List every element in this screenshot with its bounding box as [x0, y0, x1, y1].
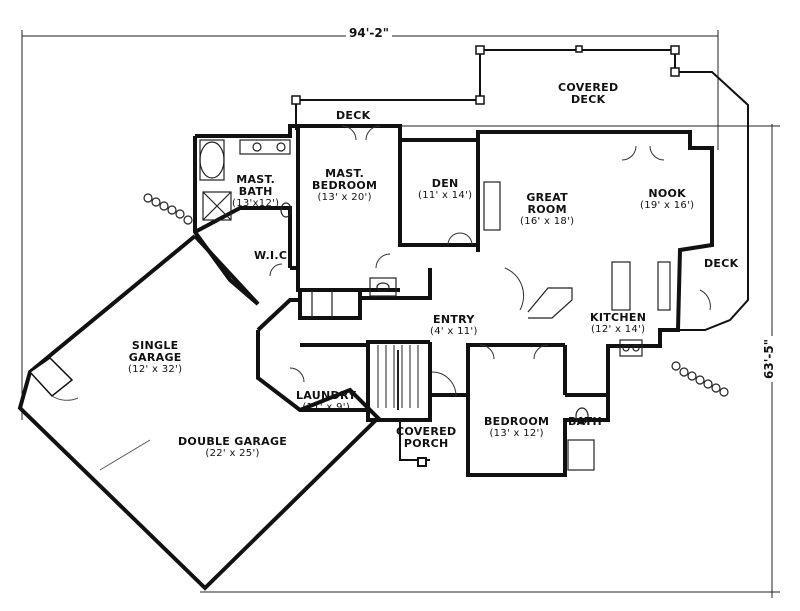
room-label-nook: NOOK(19' x 16'): [640, 187, 695, 212]
overall-width-dimension: 94'-2": [346, 26, 392, 40]
room-label-den: DEN(11' x 14'): [418, 177, 473, 202]
room-label-double-garage: DOUBLE GARAGE(22' x 25'): [178, 435, 288, 460]
room-label-wic: W.I.C.: [254, 249, 292, 262]
room-label-bath: BATH: [568, 415, 602, 428]
kitchen-island: [527, 287, 573, 319]
fireplace: [483, 181, 501, 231]
room-label-bedroom: BEDROOM(13' x 12'): [484, 415, 550, 440]
room-label-deck-right: DECK: [704, 257, 739, 270]
room-label-entry: ENTRY(4' x 11'): [430, 313, 478, 338]
garage-entry-door: [28, 357, 74, 398]
room-label-laundry: LAUNDRY(11' x 9'): [296, 389, 357, 414]
stairs: [377, 345, 419, 410]
room-label-deck-top: DECK: [336, 109, 371, 122]
bathtub: [199, 141, 225, 179]
room-label-kitchen: KITCHEN(12' x 14'): [590, 311, 647, 336]
room-label-master-bath: MAST.BATH(13'x12'): [232, 173, 280, 210]
overall-depth-dimension: 63'-5": [761, 336, 776, 382]
shower: [202, 191, 232, 221]
room-label-master-bedroom: MAST.BEDROOM(13' x 20'): [312, 167, 378, 204]
covered-porch-outline: [399, 420, 430, 467]
landscape-stones: [143, 193, 729, 397]
